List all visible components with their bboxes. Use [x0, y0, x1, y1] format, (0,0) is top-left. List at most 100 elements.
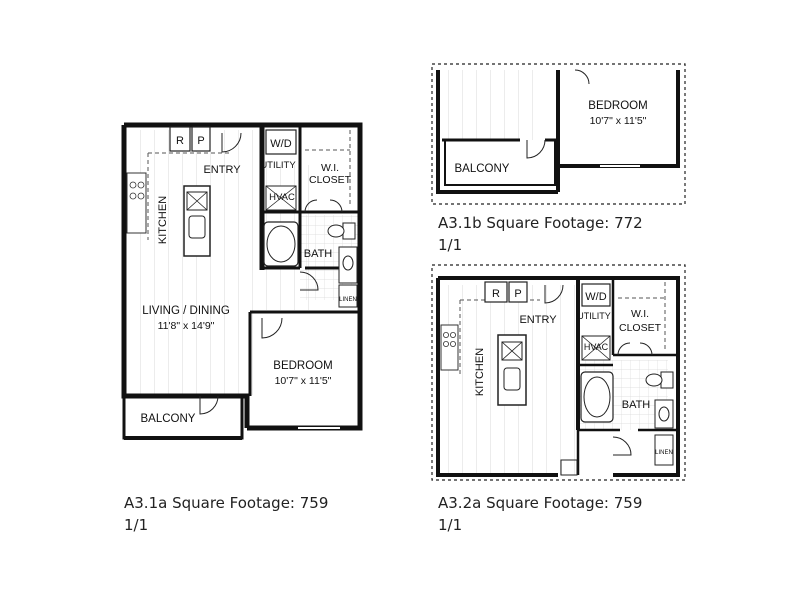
bedroom-dims: 10'7" x 11'5": [275, 375, 332, 387]
kitchen-label: KITCHEN: [474, 348, 486, 396]
bathtub: [580, 371, 614, 423]
plan-a32a-frame: [431, 264, 686, 481]
dishwasher: [501, 341, 523, 361]
vanity-sink: [658, 406, 670, 422]
kitchen-island: [183, 185, 211, 257]
bedroom-label: BEDROOM: [273, 360, 332, 372]
burner: [137, 181, 145, 189]
washer-dryer-box: [265, 129, 297, 155]
plan-a31b-frame: [431, 63, 686, 205]
living-floor-partial: [442, 70, 540, 140]
vanity: [654, 399, 674, 429]
entry-door-swing: [544, 284, 564, 304]
burner: [129, 181, 137, 189]
pantry-box: [191, 126, 211, 152]
dishwasher-x: [186, 191, 208, 211]
hvac-x: [581, 335, 611, 361]
refrigerator-label: R: [176, 135, 184, 147]
bath-label: BATH: [304, 248, 333, 260]
closet-label-line1: W.I.: [631, 308, 649, 320]
pantry-label: P: [197, 135, 204, 147]
utility-label: UTILITY: [260, 160, 296, 171]
caption-a31b: A3.1b Square Footage: 772 1/1: [438, 212, 643, 256]
entry-door-swing: [221, 132, 242, 153]
refrigerator-label: R: [492, 288, 500, 300]
toilet-tank: [342, 222, 356, 240]
plan-a31a: R P W/D ENTRY UTILITY W.I. CLOSET HVAC: [121, 122, 363, 440]
caption-a31a-title: A3.1a Square Footage: 759: [124, 494, 329, 512]
balcony-door-swing: [526, 139, 546, 159]
caption-a31b-beds-baths: 1/1: [438, 236, 463, 254]
burner: [137, 192, 145, 200]
balcony-door-swing: [199, 395, 219, 415]
toilet-tank: [660, 371, 674, 389]
refrigerator-box: [169, 126, 191, 152]
burner: [449, 331, 456, 338]
closet-label-line1: W.I.: [321, 162, 339, 174]
caption-a31a: A3.1a Square Footage: 759 1/1: [124, 492, 328, 536]
burner: [129, 192, 137, 200]
washer-dryer-label: W/D: [585, 291, 606, 303]
burner: [442, 340, 449, 347]
utility-label: UTILITY: [577, 311, 611, 321]
bath-door-swing: [299, 271, 319, 291]
hvac-label: HVAC: [584, 342, 609, 352]
balcony-rail: [444, 140, 556, 186]
linen-closet: [338, 284, 358, 308]
living-floor: [130, 130, 255, 395]
bedroom-door-frame: [560, 459, 578, 476]
sink: [503, 367, 521, 391]
interior-wall: [576, 278, 678, 475]
closet-shelf: [305, 130, 351, 205]
caption-a32a-beds-baths: 1/1: [438, 516, 463, 534]
refrigerator-box: [484, 281, 508, 303]
kitchen-label: KITCHEN: [157, 196, 169, 244]
range-counter: [126, 172, 147, 234]
closet-door-swing: [617, 342, 653, 356]
entry-label: ENTRY: [519, 314, 557, 326]
washer-dryer-box: [581, 283, 611, 307]
kitchen-island: [497, 334, 527, 406]
burner: [442, 331, 449, 338]
plan-a31b: BEDROOM 10'7" x 11'5" BALCONY: [431, 63, 686, 205]
interior-wall: [248, 125, 360, 396]
balcony-label: BALCONY: [141, 413, 196, 425]
caption-a32a: A3.2a Square Footage: 759 1/1: [438, 492, 642, 536]
caption-a31a-beds-baths: 1/1: [124, 516, 149, 534]
linen-closet: [654, 434, 674, 466]
closet-shelf: [618, 282, 666, 350]
linen-label: LINEN: [339, 297, 357, 303]
bath-door-swing: [612, 436, 632, 456]
closet-door-swing: [304, 199, 343, 213]
tub-basin: [583, 376, 611, 418]
bedroom-door-swing: [574, 69, 590, 85]
bathtub: [263, 221, 299, 267]
range-counter: [440, 324, 459, 371]
bath-label: BATH: [622, 399, 651, 411]
tub-basin: [266, 225, 296, 263]
washer-dryer-label: W/D: [270, 138, 291, 150]
dishwasher-x: [501, 341, 523, 361]
dishwasher: [186, 191, 208, 211]
closet-label-line2: CLOSET: [309, 174, 352, 186]
exterior-wall: [121, 122, 363, 431]
linen-label: LINEN: [655, 450, 673, 456]
caption-a31b-title: A3.1b Square Footage: 772: [438, 214, 643, 232]
vanity-sink: [342, 255, 354, 271]
pantry-box: [508, 281, 528, 303]
vanity: [338, 246, 358, 284]
sink: [188, 215, 206, 239]
closet-label-line2: CLOSET: [619, 322, 662, 334]
burner: [449, 340, 456, 347]
plan-a32a: R P W/D ENTRY UTILITY W.I. CLOSET HVAC K…: [431, 264, 686, 481]
bedroom-label: BEDROOM: [588, 100, 647, 112]
toilet-bowl: [645, 373, 663, 387]
hvac-label: HVAC: [269, 192, 295, 203]
living-dining-label: LIVING / DINING: [142, 305, 230, 317]
toilet-bowl: [327, 224, 345, 238]
upper-cabinets-outline: [147, 152, 230, 240]
entry-label: ENTRY: [203, 164, 241, 176]
pantry-label: P: [514, 288, 521, 300]
exterior-wall: [436, 276, 680, 477]
